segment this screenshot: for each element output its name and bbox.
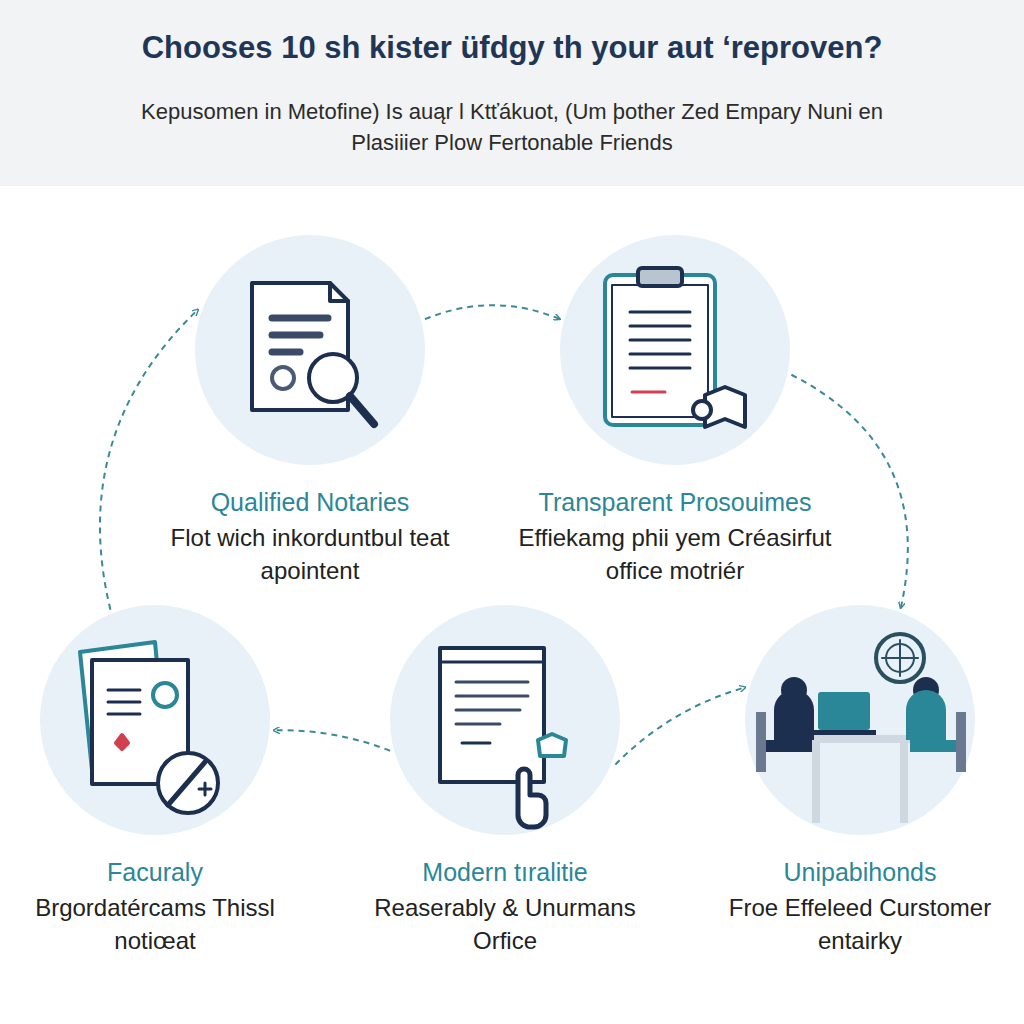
dashed-arrow bbox=[615, 687, 745, 764]
step-circle bbox=[560, 235, 790, 465]
step-node: Qualified NotariesFlot wich inkorduntbul… bbox=[140, 235, 480, 587]
step-heading: Transparent Prosouimes bbox=[539, 487, 812, 517]
dashed-arrow bbox=[100, 309, 198, 609]
step-body: Flot wich inkorduntbul teat apointent bbox=[140, 521, 480, 587]
step-heading: Unipabihonds bbox=[784, 857, 937, 887]
subtitle: Kepusomen in Metofine) Is auąr l Ktťákuo… bbox=[140, 96, 884, 158]
step-heading: Qualified Notaries bbox=[211, 487, 410, 517]
step-heading: Modern tıralitie bbox=[422, 857, 587, 887]
title: Chooses 10 sh kister üfdgy th your aut ‘… bbox=[10, 30, 1014, 66]
step-circle bbox=[745, 605, 975, 835]
step-node: FacuralyBrgordatércams Thissl notiœat bbox=[10, 605, 300, 957]
step-body: Froe Effeleed Curstomer entairky bbox=[710, 891, 1010, 957]
step-body: Reaserably & Unurmans Orfice bbox=[345, 891, 665, 957]
step-heading: Facuraly bbox=[107, 857, 203, 887]
step-node: Transparent ProsouimesEffiekamg phii yem… bbox=[505, 235, 845, 587]
dashed-arrow bbox=[425, 305, 560, 319]
header-band bbox=[0, 0, 1024, 186]
dashed-arrow bbox=[274, 730, 391, 751]
step-node: UnipabihondsFroe Effeleed Curstomer enta… bbox=[710, 605, 1010, 957]
step-node: Modern tıralitieReaserably & Unurmans Or… bbox=[345, 605, 665, 957]
step-circle bbox=[390, 605, 620, 835]
step-body: Effiekamg phii yem Créasirfut office mot… bbox=[505, 521, 845, 587]
step-circle bbox=[195, 235, 425, 465]
step-body: Brgordatércams Thissl notiœat bbox=[10, 891, 300, 957]
step-circle bbox=[40, 605, 270, 835]
